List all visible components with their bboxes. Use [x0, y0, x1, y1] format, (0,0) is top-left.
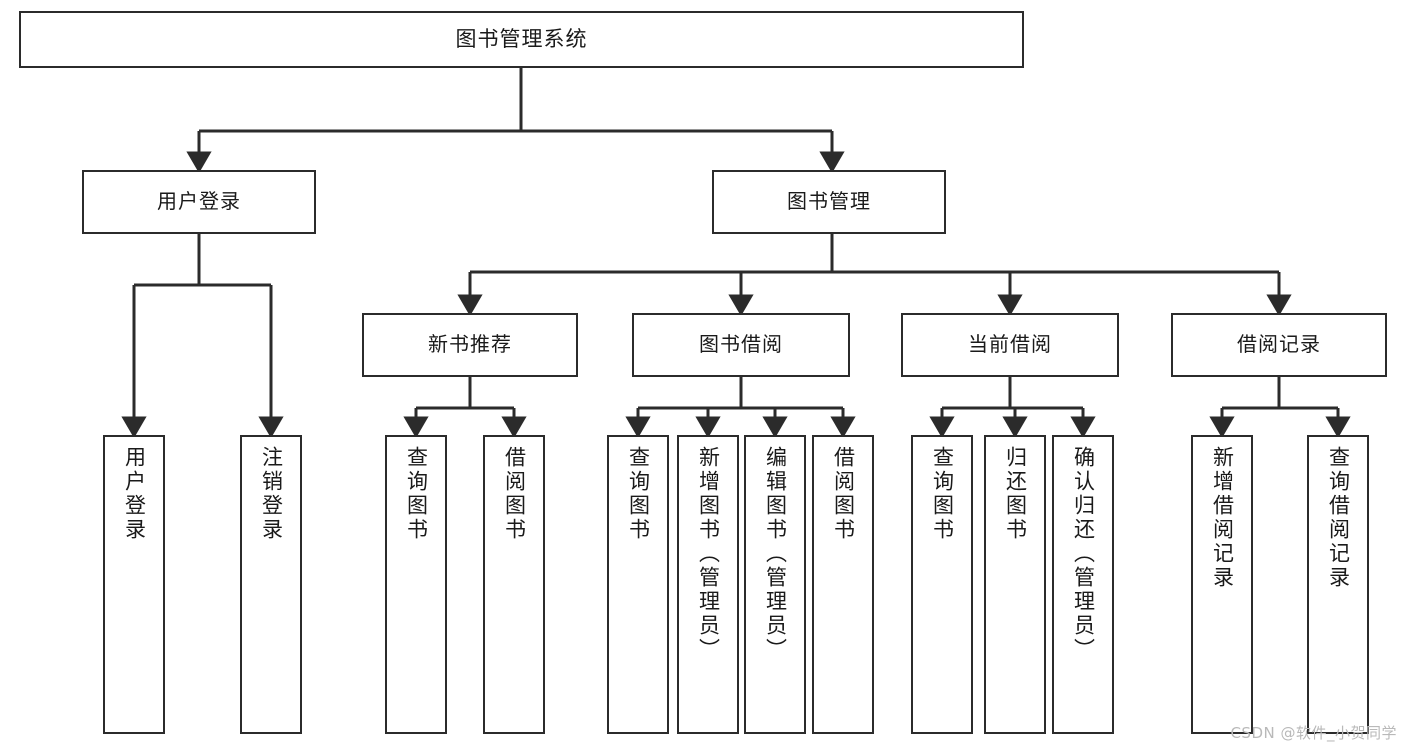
node-label: 查询图书	[930, 446, 955, 542]
node-leaf-query-book-3[interactable]: 查询图书	[911, 435, 973, 734]
node-label: 确认归还（管理员）	[1071, 446, 1096, 662]
node-label: 借阅图书	[831, 446, 856, 542]
node-label: 借阅记录	[1237, 332, 1321, 357]
node-leaf-add-book[interactable]: 新增图书（管理员）	[677, 435, 739, 734]
node-root-system[interactable]: 图书管理系统	[19, 11, 1024, 68]
node-book-manage[interactable]: 图书管理	[712, 170, 946, 234]
node-label: 新增借阅记录	[1210, 446, 1235, 590]
node-leaf-query-record[interactable]: 查询借阅记录	[1307, 435, 1369, 734]
node-leaf-return-book[interactable]: 归还图书	[984, 435, 1046, 734]
node-label: 查询图书	[626, 446, 651, 542]
node-leaf-edit-book[interactable]: 编辑图书（管理员）	[744, 435, 806, 734]
node-label: 新增图书（管理员）	[696, 446, 721, 662]
node-new-book-recommend[interactable]: 新书推荐	[362, 313, 578, 377]
node-label: 图书借阅	[699, 332, 783, 357]
csdn-watermark: CSDN @软件_小贺同学	[1230, 724, 1397, 742]
node-label: 图书管理系统	[455, 27, 588, 52]
node-leaf-user-login[interactable]: 用户登录	[103, 435, 165, 734]
node-borrow-record[interactable]: 借阅记录	[1171, 313, 1387, 377]
node-leaf-query-book-2[interactable]: 查询图书	[607, 435, 669, 734]
node-leaf-add-record[interactable]: 新增借阅记录	[1191, 435, 1253, 734]
node-leaf-confirm-return[interactable]: 确认归还（管理员）	[1052, 435, 1114, 734]
node-label: 注销登录	[259, 446, 284, 542]
node-leaf-borrow-book-2[interactable]: 借阅图书	[812, 435, 874, 734]
node-label: 新书推荐	[428, 332, 512, 357]
node-label: 归还图书	[1003, 446, 1028, 542]
node-label: 图书管理	[787, 189, 871, 214]
node-label: 查询图书	[404, 446, 429, 542]
node-label: 编辑图书（管理员）	[763, 446, 788, 662]
node-label: 当前借阅	[968, 332, 1052, 357]
node-leaf-query-book-1[interactable]: 查询图书	[385, 435, 447, 734]
node-label: 用户登录	[157, 189, 241, 214]
node-label: 用户登录	[122, 446, 147, 542]
node-label: 查询借阅记录	[1326, 446, 1351, 590]
node-leaf-borrow-book-1[interactable]: 借阅图书	[483, 435, 545, 734]
node-user-login[interactable]: 用户登录	[82, 170, 316, 234]
node-leaf-logout[interactable]: 注销登录	[240, 435, 302, 734]
node-label: 借阅图书	[502, 446, 527, 542]
node-book-borrow[interactable]: 图书借阅	[632, 313, 850, 377]
node-current-borrow[interactable]: 当前借阅	[901, 313, 1119, 377]
